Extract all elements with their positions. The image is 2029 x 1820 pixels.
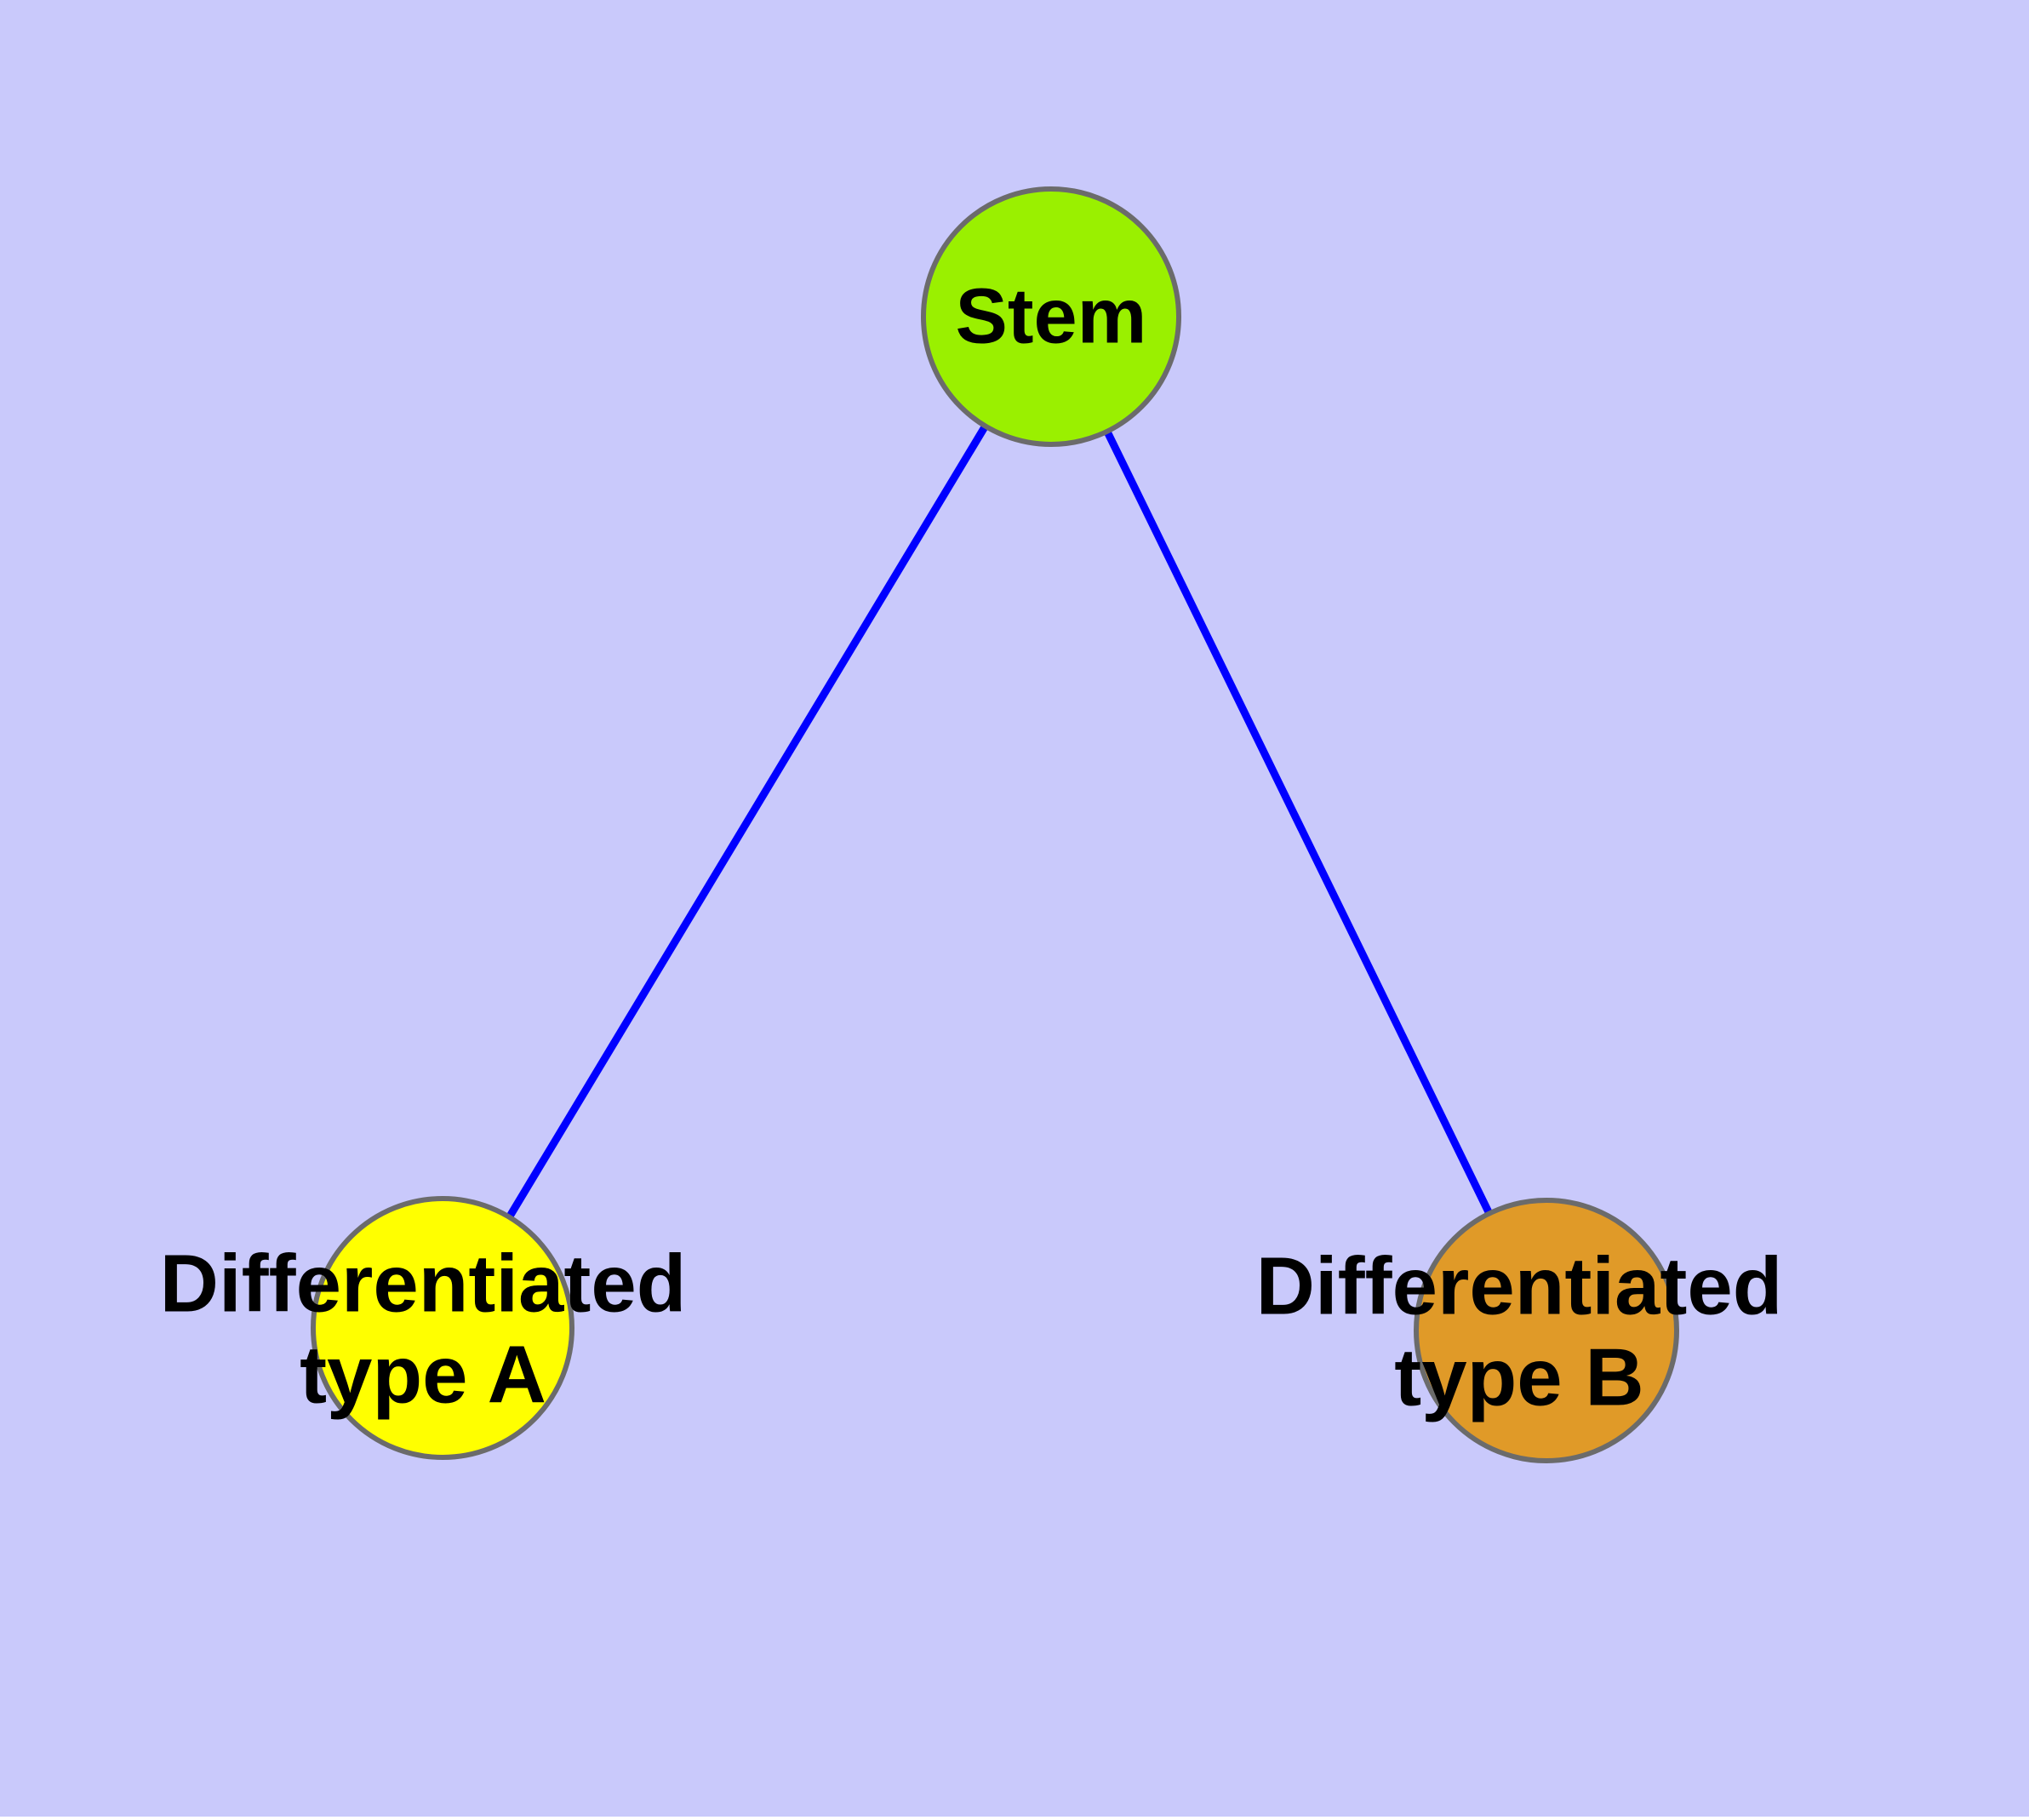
node-stem[interactable]: Stem — [921, 186, 1181, 447]
node-layer: Stem Differentiated type A Differentiate… — [160, 186, 1783, 1463]
edge-layer — [499, 415, 1499, 1231]
node-diff-a-circle[interactable] — [311, 1196, 574, 1460]
node-diff-a-label-line2: type A — [300, 1329, 546, 1420]
node-diff-b-label-line2: type B — [1394, 1331, 1643, 1422]
node-stem-label: Stem — [956, 272, 1147, 359]
node-diff-a-label-group: Differentiated type A — [160, 1238, 687, 1420]
edge-stem-to-diff-a[interactable] — [499, 415, 994, 1231]
node-diff-b-label-group: Differentiated type B — [1256, 1240, 1783, 1422]
node-diff-b-label-line1: Differentiated — [1256, 1240, 1783, 1331]
node-diff-b-circle[interactable] — [1414, 1198, 1679, 1463]
node-diff-a[interactable] — [311, 1196, 574, 1460]
node-diff-b[interactable] — [1414, 1198, 1679, 1463]
node-diff-a-label-line1: Differentiated — [160, 1238, 687, 1329]
edge-stem-to-diff-b[interactable] — [1099, 421, 1499, 1228]
node-stem-circle[interactable] — [921, 186, 1181, 447]
